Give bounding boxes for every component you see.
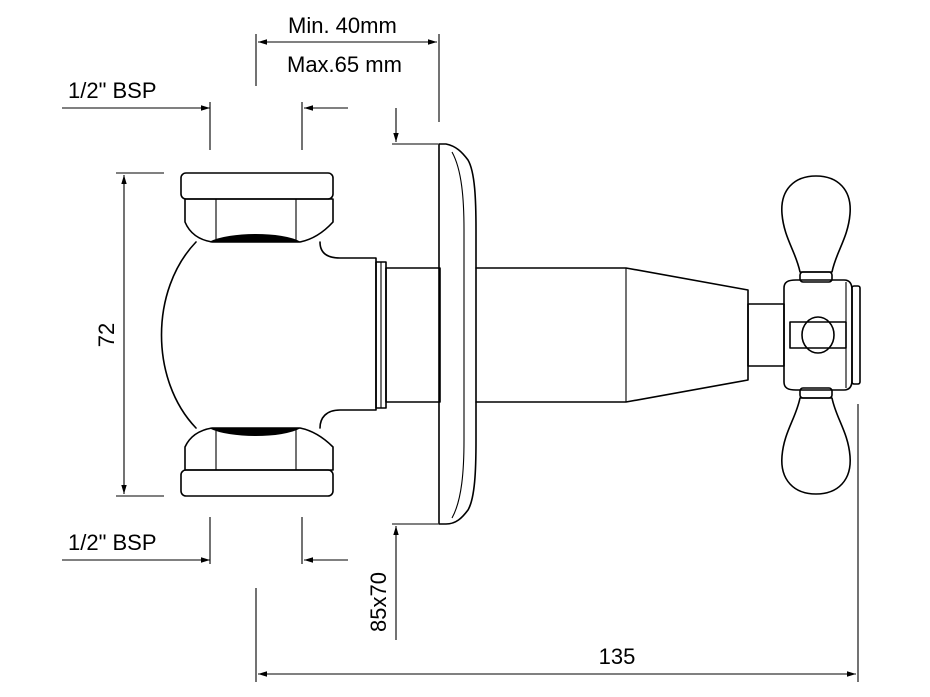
lower-lever-collar <box>799 387 833 399</box>
hub-boss <box>801 316 835 354</box>
label-min-depth: Min. 40mm <box>288 13 397 38</box>
valve-body <box>160 172 441 497</box>
handle-hub <box>783 279 853 391</box>
top-nut-cap <box>180 172 334 200</box>
spindle-sleeve <box>385 267 441 403</box>
lower-lever <box>781 397 851 495</box>
spindle-cross-bar <box>789 321 847 349</box>
wall-plate <box>438 143 477 525</box>
plate-outline <box>438 143 477 525</box>
bottom-nut-cap <box>180 469 334 497</box>
label-overall-length: 135 <box>599 644 636 669</box>
label-max-depth: Max.65 mm <box>287 52 402 77</box>
tapered-shroud <box>475 267 749 403</box>
dimension-lines <box>62 34 859 682</box>
shroud-and-handle <box>475 175 861 495</box>
body-right-outline <box>319 241 377 429</box>
upper-lever-collar <box>799 271 833 283</box>
top-nut-shadow <box>209 234 302 243</box>
plate-inner-edge <box>451 151 465 519</box>
upper-lever <box>781 175 851 273</box>
dimension-labels: Min. 40mm Max.65 mm 1/2" BSP 1/2" BSP 72… <box>68 13 635 669</box>
body-left-curve <box>160 241 197 429</box>
handle-cap <box>851 285 861 385</box>
bottom-nut-shadow <box>209 427 302 436</box>
label-body-height: 72 <box>94 323 119 347</box>
handle-neck <box>747 303 785 367</box>
label-plate-size: 85x70 <box>366 572 391 632</box>
label-bsp-bottom: 1/2" BSP <box>68 530 157 555</box>
label-bsp-top: 1/2" BSP <box>68 78 157 103</box>
